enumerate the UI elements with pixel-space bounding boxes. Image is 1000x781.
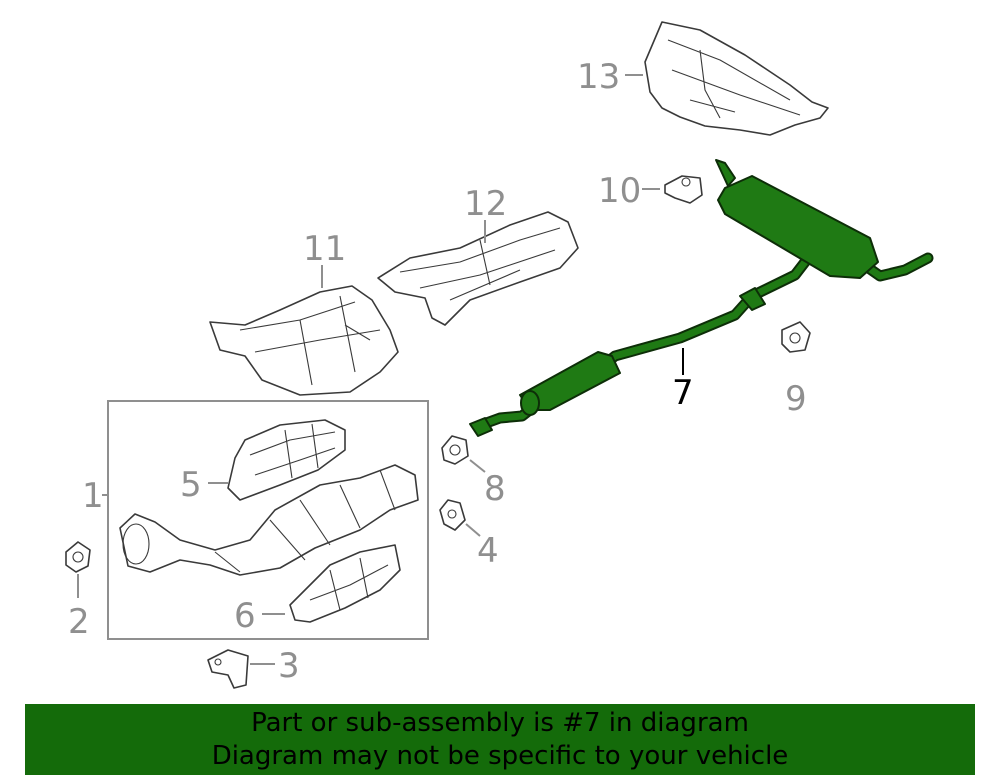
banner-line-1: Part or sub-assembly is #7 in diagram bbox=[251, 708, 749, 738]
callout-3[interactable]: 3 bbox=[278, 646, 300, 686]
callout-12[interactable]: 12 bbox=[464, 184, 507, 224]
callout-6[interactable]: 6 bbox=[234, 596, 256, 636]
callout-7[interactable]: 7 bbox=[672, 373, 694, 413]
part-3-bracket[interactable] bbox=[207, 649, 249, 689]
part-12-heat-shield[interactable] bbox=[377, 211, 579, 326]
callout-1[interactable]: 1 bbox=[82, 476, 104, 516]
part-5-heat-shield[interactable] bbox=[227, 419, 346, 501]
part-11-heat-shield[interactable] bbox=[209, 285, 399, 396]
callout-4[interactable]: 4 bbox=[477, 531, 499, 571]
part-9-rubber-hanger[interactable] bbox=[781, 321, 811, 353]
callout-8[interactable]: 8 bbox=[484, 469, 506, 509]
part-8-gasket[interactable] bbox=[441, 435, 469, 465]
part-10-hanger-bracket[interactable] bbox=[664, 175, 703, 204]
part-1-catalytic-converter[interactable] bbox=[119, 464, 419, 576]
callout-9[interactable]: 9 bbox=[785, 379, 807, 419]
info-banner: Part or sub-assembly is #7 in diagram Di… bbox=[25, 704, 975, 775]
leader-8 bbox=[469, 459, 486, 473]
callout-13[interactable]: 13 bbox=[577, 57, 620, 97]
part-6-heat-shield[interactable] bbox=[289, 544, 401, 623]
part-1-group-box bbox=[107, 400, 429, 640]
callout-10[interactable]: 10 bbox=[598, 171, 641, 211]
leader-4 bbox=[465, 523, 481, 537]
banner-line-2: Diagram may not be specific to your vehi… bbox=[211, 741, 789, 771]
part-4-rubber-hanger[interactable] bbox=[439, 499, 466, 531]
part-13-heat-shield[interactable] bbox=[644, 21, 829, 136]
part-2-gasket[interactable] bbox=[65, 541, 91, 573]
callout-2[interactable]: 2 bbox=[68, 602, 90, 642]
part-7-muffler-assembly[interactable] bbox=[469, 159, 934, 437]
exhaust-system-diagram: 13 10 12 11 7 9 bbox=[65, 21, 934, 689]
callout-11[interactable]: 11 bbox=[303, 229, 346, 269]
callout-5[interactable]: 5 bbox=[180, 465, 202, 505]
